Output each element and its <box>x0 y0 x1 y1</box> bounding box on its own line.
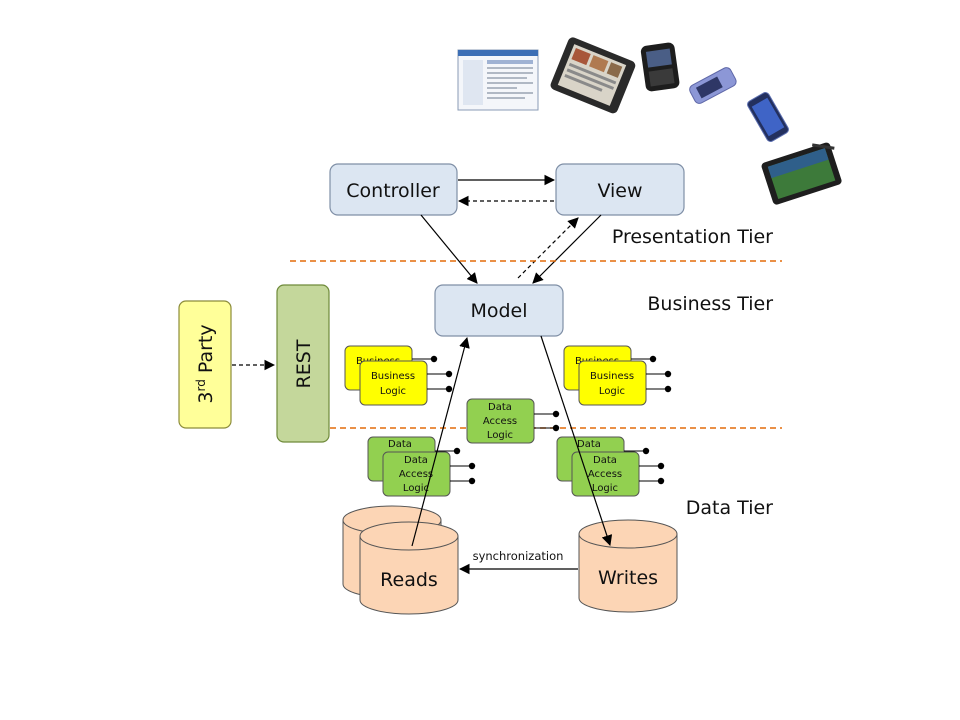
third-party-superscript: rd <box>194 379 208 391</box>
connector-dot <box>552 424 560 432</box>
tablet-image <box>550 37 636 114</box>
data-tier-label: Data Tier <box>686 497 773 519</box>
connector-dot <box>664 385 672 393</box>
connector-dot <box>657 477 665 485</box>
data-access-logic-center: Data Access Logic <box>466 398 560 444</box>
controller-label: Controller <box>346 180 440 202</box>
view-label: View <box>597 180 642 202</box>
data-access-line3-left: Logic <box>403 483 429 494</box>
business-logic-left: Business Business Logic <box>344 345 453 406</box>
connector-dot <box>445 370 453 378</box>
controller-to-model-arrow <box>420 214 478 284</box>
business-logic-left-connectors <box>412 358 448 390</box>
data-access-line3-right: Logic <box>592 483 618 494</box>
business-logic-line2-left: Logic <box>380 386 406 397</box>
reads-label: Reads <box>380 569 438 591</box>
devices-group <box>457 37 842 205</box>
data-access-left-connectors <box>435 450 471 482</box>
tablet-pc-image <box>761 142 842 205</box>
synchronization-label: synchronization <box>473 549 564 563</box>
model-to-writes-arrow <box>540 335 613 547</box>
connector-dot <box>468 477 476 485</box>
data-access-logic-right: Data Data Access Logic <box>556 436 665 497</box>
slider-phone-image <box>689 67 737 104</box>
connector-dot <box>649 355 657 363</box>
connector-dot <box>453 447 461 455</box>
view-box: View <box>555 163 685 216</box>
connector-dot <box>664 370 672 378</box>
third-party-box: 3rd Party <box>178 300 232 429</box>
controller-box: Controller <box>329 163 458 216</box>
rest-box: REST <box>276 284 330 443</box>
connector-dot <box>657 462 665 470</box>
data-back-label-right: Data <box>577 439 601 450</box>
data-access-center-connectors <box>534 413 555 429</box>
model-label: Model <box>470 300 527 322</box>
business-logic-line1-right: Business <box>590 371 634 382</box>
data-access-line3-center: Logic <box>487 430 513 441</box>
reads-database: Reads <box>342 505 459 615</box>
model-box: Model <box>434 284 564 337</box>
data-back-label-left: Data <box>388 439 412 450</box>
writes-database: Writes <box>578 519 678 613</box>
business-tier-label: Business Tier <box>647 293 773 315</box>
data-access-line1-left: Data <box>404 455 428 466</box>
desktop-screenshot-image <box>457 49 539 111</box>
connector-dot <box>552 410 560 418</box>
view-to-model-arrow <box>532 214 602 284</box>
third-party-number: 3 <box>195 392 217 404</box>
data-access-right-connectors <box>624 450 660 482</box>
smartphone-image <box>747 92 789 142</box>
business-logic-line2-right: Logic <box>599 386 625 397</box>
rest-label: REST <box>293 339 315 388</box>
connector-dot <box>642 447 650 455</box>
model-to-view-dashed-arrow <box>517 217 579 279</box>
presentation-tier-label: Presentation Tier <box>612 226 773 248</box>
connector-dot <box>430 355 438 363</box>
writes-label: Writes <box>598 567 658 589</box>
data-access-line1-center: Data <box>488 402 512 413</box>
reads-to-model-arrow <box>411 336 470 547</box>
business-logic-right: Business Business Logic <box>563 345 672 406</box>
third-party-label: 3rd Party <box>194 324 217 403</box>
data-access-line1-right: Data <box>593 455 617 466</box>
blackberry-phone-image <box>640 42 680 92</box>
data-access-logic-left: Data Data Access Logic <box>367 436 476 497</box>
business-logic-line1-left: Business <box>371 371 415 382</box>
third-party-text: Party <box>195 324 217 379</box>
business-logic-right-connectors <box>631 358 667 390</box>
connector-dot <box>468 462 476 470</box>
data-access-line2-right: Access <box>588 469 622 480</box>
data-access-line2-center: Access <box>483 416 517 427</box>
data-access-line2-left: Access <box>399 469 433 480</box>
connector-dot <box>445 385 453 393</box>
